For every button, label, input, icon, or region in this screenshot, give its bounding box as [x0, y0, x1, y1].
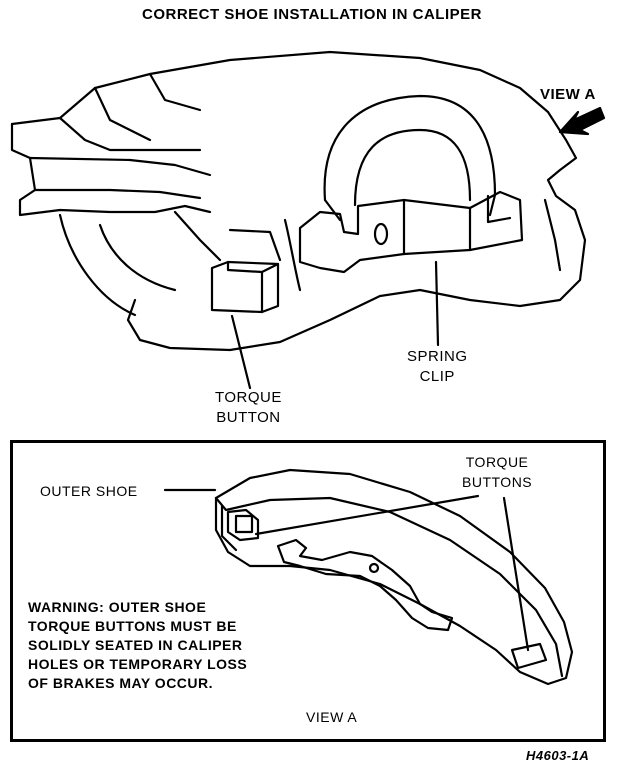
view-a-label-top: VIEW A	[540, 86, 596, 103]
torque-button-label: TORQUE BUTTON	[215, 388, 282, 428]
torque-buttons-label: TORQUE BUTTONS	[462, 452, 532, 492]
spring-clip-shape	[298, 190, 524, 274]
spring-clip-label: SPRING CLIP	[407, 347, 468, 387]
torque-buttons-label-line1: TORQUE	[465, 454, 529, 470]
spring-clip-label-line2: CLIP	[419, 368, 455, 385]
torque-button-label-line1: TORQUE	[215, 389, 282, 406]
view-a-label-bottom: VIEW A	[306, 709, 358, 725]
view-a-arrow	[558, 106, 606, 136]
outer-shoe-shape	[214, 468, 574, 686]
outer-shoe-label: OUTER SHOE	[40, 483, 138, 499]
warning-text: WARNING: OUTER SHOE TORQUE BUTTONS MUST …	[28, 599, 248, 691]
figure-title: CORRECT SHOE INSTALLATION IN CALIPER	[142, 6, 482, 23]
spring-clip-label-line1: SPRING	[407, 348, 468, 365]
view-a-box	[10, 440, 606, 742]
torque-button-label-line2: BUTTON	[216, 409, 281, 426]
caliper-body	[10, 50, 587, 352]
torque-buttons-label-line2: BUTTONS	[462, 474, 533, 490]
figure-code: H4603-1A	[526, 748, 590, 763]
